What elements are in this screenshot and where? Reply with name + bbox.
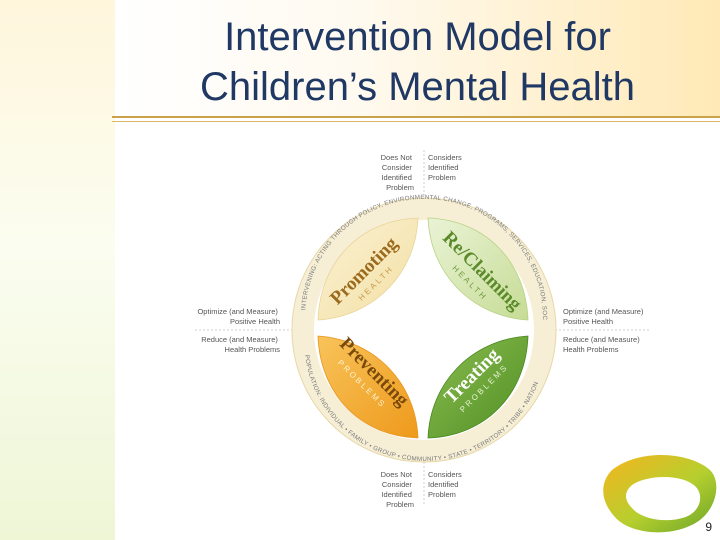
label-top-right: Considers Identified Problem — [428, 153, 464, 182]
left-decorative-band — [0, 0, 115, 540]
label-bottom-left: Does Not Consider Identified Problem — [381, 470, 414, 509]
title-band — [115, 0, 720, 118]
title-rule — [112, 116, 720, 118]
slide-title-line-1: Intervention Model for — [224, 15, 611, 59]
petal-promoting — [317, 217, 419, 321]
petal-preventing — [317, 335, 419, 439]
slide-title: Intervention Model for Children’s Mental… — [115, 12, 720, 112]
page-number: 9 — [705, 520, 712, 534]
label-bottom-right: Considers Identified Problem — [428, 470, 464, 499]
petal-treating — [427, 335, 529, 439]
petal-reclaiming — [427, 217, 529, 321]
slide-title-line-2: Children’s Mental Health — [199, 65, 636, 109]
label-left-upper: Optimize (and Measure) Positive Health — [197, 307, 280, 326]
label-top-left: Does Not Consider Identified Problem — [381, 153, 414, 192]
label-right-upper: Optimize (and Measure) Positive Health — [563, 307, 646, 326]
title-rule-thin — [112, 121, 720, 122]
decorative-logo — [603, 454, 717, 533]
label-left-lower: Reduce (and Measure) Health Problems — [201, 335, 280, 354]
label-right-lower: Reduce (and Measure) Health Problems — [563, 335, 642, 354]
